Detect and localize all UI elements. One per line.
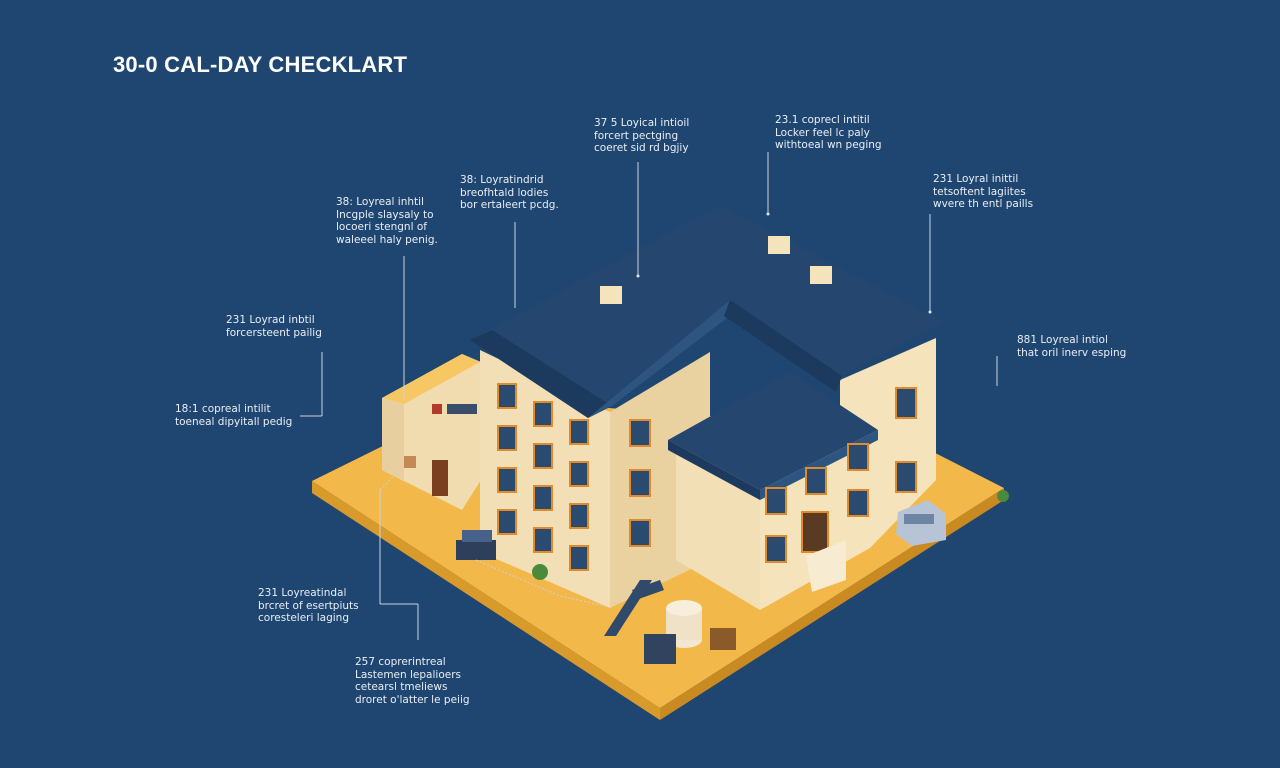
callout-line: cetearsl tmeliews: [355, 681, 448, 693]
callout-c2: 23.1 coprecl intitil Locker feel lc paly…: [775, 114, 882, 152]
props: [456, 490, 1009, 664]
annex-building: [382, 354, 500, 510]
callout-line: bor ertaleert pcdg.: [460, 199, 559, 211]
callout-line: 23.1 coprecl intitil: [775, 114, 870, 126]
callout-line: breofhtald lodies: [460, 186, 549, 199]
callout-line: forcert pectging: [594, 129, 679, 142]
callout-line: 231 Loyreatindal: [258, 587, 347, 599]
callout-c3: 38: Loyratindrid breofhtald lodies bor e…: [460, 174, 559, 212]
callout-line: forcersteent pailig: [226, 326, 322, 339]
callout-c8: 18:1 copreal intilit toeneal dipyitall p…: [175, 403, 292, 428]
callout-line: that oril inerv esping: [1017, 346, 1127, 359]
callout-line: Incgple slaysaly to: [336, 208, 434, 221]
callout-c4: 38: Loyreal inhtil Incgple slaysaly to l…: [336, 196, 438, 246]
callout-c9: 231 Loyreatindal brcret of esertpiuts co…: [258, 587, 359, 625]
roofs: [470, 205, 944, 500]
callout-line: Lastemen lepalioers: [355, 668, 461, 681]
callout-line: brcret of esertpiuts: [258, 599, 359, 612]
callout-c10: 257 coprerintreal Lastemen lepalioers ce…: [355, 656, 470, 706]
callout-line: 38: Loyratindrid: [460, 174, 544, 186]
page-title: 30-0 CAL-DAY CHECKLART: [113, 52, 408, 77]
callout-line: 881 Loyreal intiol: [1017, 334, 1108, 346]
leader-lines: [300, 152, 998, 640]
callout-line: locoeri stengnl of: [336, 221, 427, 233]
callout-c5: 231 Loyral inittil tetsoftent lagiites w…: [933, 173, 1033, 211]
callout-line: 37 5 Loyical intioil: [594, 117, 690, 129]
callout-line: toeneal dipyitall pedig: [175, 415, 293, 428]
windows: [497, 383, 917, 592]
callout-line: 257 coprerintreal: [355, 656, 446, 668]
callout-line: 18:1 copreal intilit: [175, 403, 271, 415]
callout-c7: 881 Loyreal intiol that oril inerv espin…: [1017, 334, 1126, 359]
callout-line: waleeel haly penig.: [336, 233, 438, 246]
callout-line: 231 Loyrad inbtil: [226, 314, 315, 326]
callout-c1: 37 5 Loyical intioil forcert pectging co…: [594, 117, 689, 155]
callout-line: droret o'latter le peiig: [355, 693, 470, 706]
callout-line: 38: Loyreal inhtil: [336, 196, 424, 208]
callout-line: coeret sid rd bgjiy: [594, 142, 689, 154]
callout-line: Locker feel lc paly: [775, 126, 870, 139]
callout-line: wvere th entl paills: [933, 198, 1034, 210]
callout-c6: 231 Loyrad inbtil forcersteent pailig: [226, 314, 322, 339]
callout-line: withtoeal wn peging: [775, 139, 882, 151]
callout-line: 231 Loyral inittil: [933, 173, 1019, 185]
callout-line: tetsoftent lagiites: [933, 185, 1026, 198]
callout-line: coresteleri laging: [258, 612, 349, 624]
